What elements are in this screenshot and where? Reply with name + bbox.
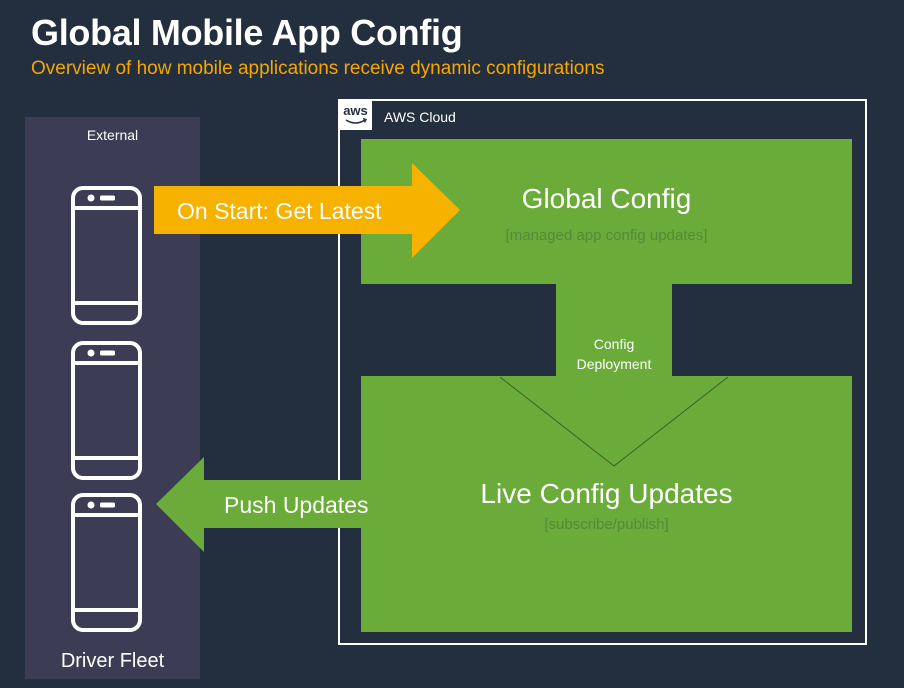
phone-icon <box>71 493 142 632</box>
deployment-arrowhead-outline <box>499 376 729 467</box>
page-subtitle: Overview of how mobile applications rece… <box>31 58 605 79</box>
live-config-box <box>361 376 852 632</box>
deployment-line-1: Config <box>593 336 635 352</box>
page-title: Global Mobile App Config <box>31 12 463 53</box>
push-updates-arrow <box>156 457 432 552</box>
driver-fleet-label: Driver Fleet <box>60 650 165 672</box>
push-updates-label: Push Updates <box>224 492 369 518</box>
aws-cloud-label: AWS Cloud <box>384 109 456 125</box>
live-config-subtitle: [subscribe/publish] <box>544 516 669 533</box>
global-config-subtitle: [managed app config updates] <box>505 227 708 244</box>
deployment-line-2: Deployment <box>576 356 652 372</box>
global-config-title: Global Config <box>521 183 692 214</box>
phone-icon <box>71 341 142 480</box>
phone-icon <box>71 186 142 325</box>
aws-cloud-frame <box>338 99 867 645</box>
external-label: External <box>86 127 139 143</box>
deployment-stem <box>556 284 672 378</box>
live-config-title: Live Config Updates <box>480 478 733 509</box>
get-latest-arrow <box>154 163 460 258</box>
aws-logo-icon: aws <box>339 100 372 130</box>
config-deployment-label: Config Deployment <box>558 334 670 374</box>
external-panel: External Driver Fleet <box>25 117 200 679</box>
get-latest-label: On Start: Get Latest <box>177 198 382 224</box>
svg-text:aws: aws <box>343 103 368 118</box>
